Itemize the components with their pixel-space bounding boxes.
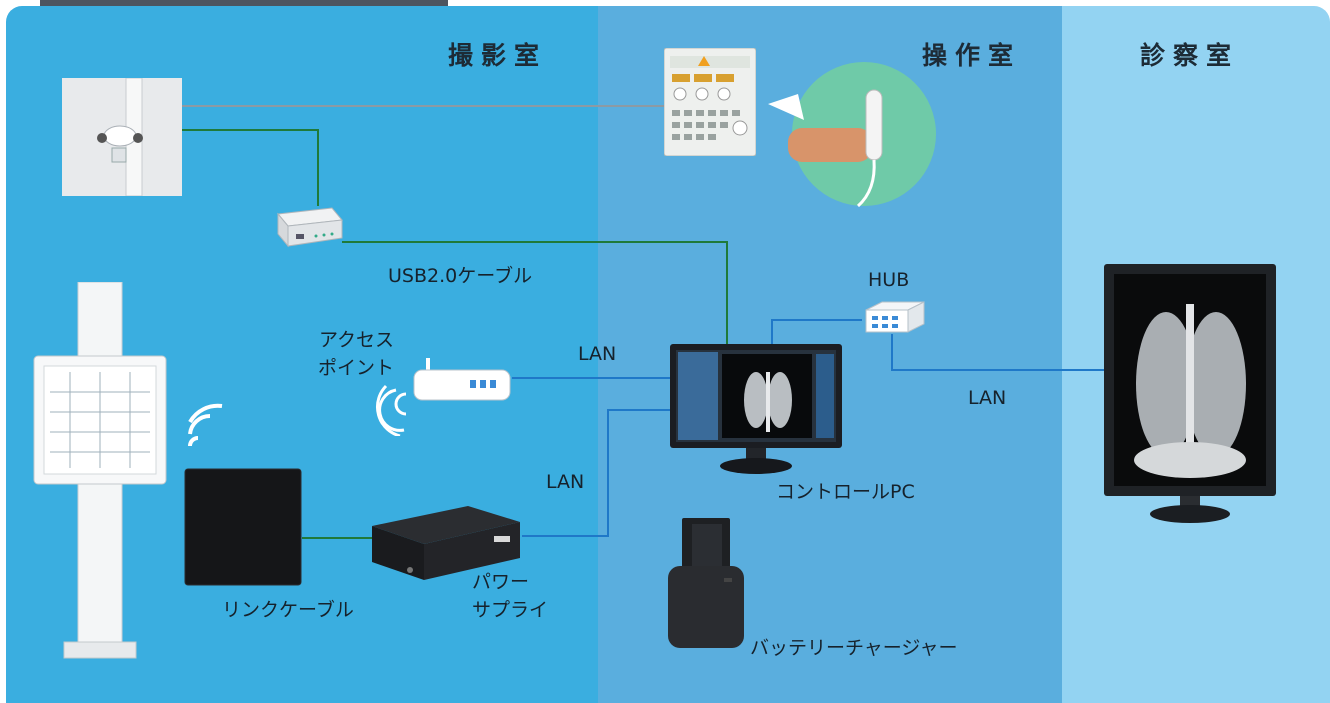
label-power-supply: パワー サプライ xyxy=(472,571,549,621)
label-battery-charger: バッテリーチャージャー xyxy=(750,637,958,659)
control-pc-monitor-icon xyxy=(670,344,842,474)
wireless-access-point-icon xyxy=(375,358,511,436)
interface-box-icon xyxy=(277,207,343,248)
label-usb-cable: USB2.0ケーブル xyxy=(388,265,533,287)
hand-exposure-switch-icon xyxy=(768,62,936,208)
label-link-cable: リンクケーブル xyxy=(222,599,354,621)
power-supply-box-icon xyxy=(372,506,520,580)
room-label-imaging: 撮影室 xyxy=(448,41,548,70)
detector-stand-icon xyxy=(33,282,167,659)
label-lan-power-supply: LAN xyxy=(546,471,585,493)
label-lan-access-point: LAN xyxy=(578,343,617,365)
header-tab-strip xyxy=(40,0,448,10)
lan-wire-power-supply xyxy=(522,409,674,537)
battery-charger-icon xyxy=(668,518,744,648)
network-hub-icon xyxy=(865,301,925,333)
label-hub: HUB xyxy=(868,269,910,291)
diagnostic-monitor-icon xyxy=(1104,264,1276,523)
usb-cable-wire xyxy=(342,241,728,346)
wifi-icon xyxy=(188,403,223,447)
green-wire-stand-to-interface xyxy=(182,129,319,206)
label-access-point: アクセス ポイント xyxy=(318,329,395,379)
lan-wire-pc-to-hub xyxy=(771,319,862,346)
room-label-examination: 診察室 xyxy=(1140,41,1240,70)
xray-control-console-icon xyxy=(664,48,756,156)
room-label-operation: 操作室 xyxy=(922,41,1022,70)
label-lan-hub: LAN xyxy=(968,387,1007,409)
xray-stand-closeup-icon xyxy=(62,78,182,196)
label-control-pc: コントロールPC xyxy=(776,481,915,503)
flat-panel-detector-icon xyxy=(184,468,302,586)
lan-wire-hub-to-monitor xyxy=(891,334,1106,371)
